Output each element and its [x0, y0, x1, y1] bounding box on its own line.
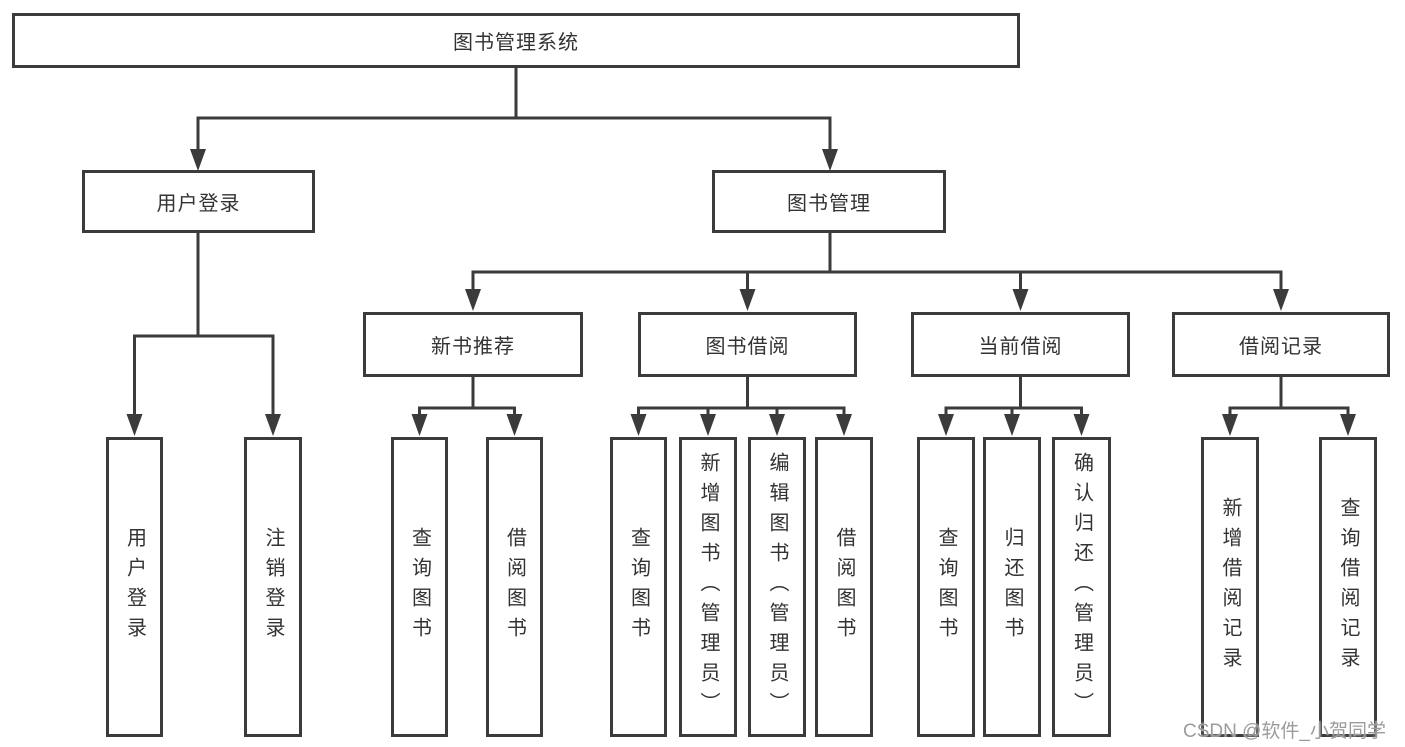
arrowhead-leaf-login	[126, 414, 143, 436]
leaf-borrow-books-1: 借阅图书	[486, 437, 543, 737]
arrowhead-records	[1273, 289, 1289, 311]
leaf-confirm-return-admin: 确认归还（管理员）	[1052, 437, 1111, 737]
arrowhead-current	[1012, 289, 1029, 311]
arrowhead-leaf-borrow-1	[506, 414, 523, 436]
arrowhead-leaf-add-record	[1222, 414, 1238, 436]
arrowhead-leaf-query-1	[411, 414, 428, 436]
node-book-mgmt: 图书管理	[712, 170, 946, 233]
leaf-borrow-books-2-label: 借阅图书	[833, 527, 855, 647]
leaf-logout-label: 注销登录	[262, 527, 284, 647]
leaf-query-books-1-label: 查询图书	[408, 527, 431, 647]
leaf-query-books-3: 查询图书	[917, 437, 975, 737]
node-current-borrow-label: 当前借阅	[978, 336, 1063, 358]
leaf-return-book: 归还图书	[983, 437, 1041, 737]
arrowhead-leaf-return	[1004, 414, 1020, 436]
leaf-query-books-2-label: 查询图书	[627, 527, 650, 647]
leaf-add-book-admin: 新增图书（管理员）	[679, 437, 737, 737]
node-book-mgmt-label: 图书管理	[787, 193, 871, 215]
leaf-query-borrow-record-label: 查询借阅记录	[1337, 497, 1359, 677]
leaf-return-book-label: 归还图书	[1001, 527, 1023, 647]
leaf-query-books-1: 查询图书	[391, 437, 448, 737]
leaf-query-books-3-label: 查询图书	[935, 527, 957, 647]
node-book-borrow: 图书借阅	[638, 312, 857, 377]
arrowhead-leaf-query-2	[630, 414, 647, 436]
leaf-edit-book-admin-label: 编辑图书（管理员）	[766, 452, 788, 722]
leaf-add-borrow-record-label: 新增借阅记录	[1219, 497, 1241, 677]
leaf-edit-book-admin: 编辑图书（管理员）	[748, 437, 806, 737]
node-current-borrow: 当前借阅	[911, 312, 1130, 377]
leaf-user-login-label: 用户登录	[123, 527, 146, 647]
arrowhead-leaf-borrow-2	[836, 414, 852, 436]
node-root: 图书管理系统	[12, 13, 1020, 68]
leaf-add-borrow-record: 新增借阅记录	[1201, 437, 1259, 737]
leaf-user-login: 用户登录	[106, 437, 163, 737]
arrowhead-book-mgmt	[822, 149, 838, 171]
leaf-borrow-books-1-label: 借阅图书	[503, 527, 526, 647]
arrowhead-leaf-add-book	[700, 414, 716, 436]
node-user-login-label: 用户登录	[156, 193, 241, 215]
arrowhead-borrow	[739, 289, 756, 311]
node-book-borrow-label: 图书借阅	[705, 336, 790, 358]
arrowhead-leaf-confirm-return	[1073, 414, 1090, 436]
arrowhead-leaf-query-3	[938, 414, 954, 436]
csdn-watermark: CSDN @软件_小贺同学	[1183, 721, 1386, 742]
node-borrow-records-label: 借阅记录	[1239, 336, 1323, 358]
leaf-query-books-2: 查询图书	[610, 437, 667, 737]
arrowhead-user-login	[190, 149, 206, 171]
node-new-books-label: 新书推荐	[431, 336, 515, 358]
leaf-borrow-books-2: 借阅图书	[815, 437, 873, 737]
leaf-add-book-admin-label: 新增图书（管理员）	[697, 452, 719, 722]
leaf-query-borrow-record: 查询借阅记录	[1319, 437, 1377, 737]
node-root-label: 图书管理系统	[453, 32, 579, 54]
leaf-logout: 注销登录	[244, 437, 302, 737]
arrowhead-new-books	[465, 289, 481, 311]
leaf-confirm-return-admin-label: 确认归还（管理员）	[1070, 452, 1093, 722]
arrowhead-leaf-logout	[265, 414, 281, 436]
arrowhead-leaf-edit-book	[769, 414, 785, 436]
node-user-login: 用户登录	[82, 170, 315, 233]
node-borrow-records: 借阅记录	[1172, 312, 1390, 377]
arrowhead-leaf-query-record	[1340, 414, 1356, 436]
node-new-books: 新书推荐	[363, 312, 583, 377]
